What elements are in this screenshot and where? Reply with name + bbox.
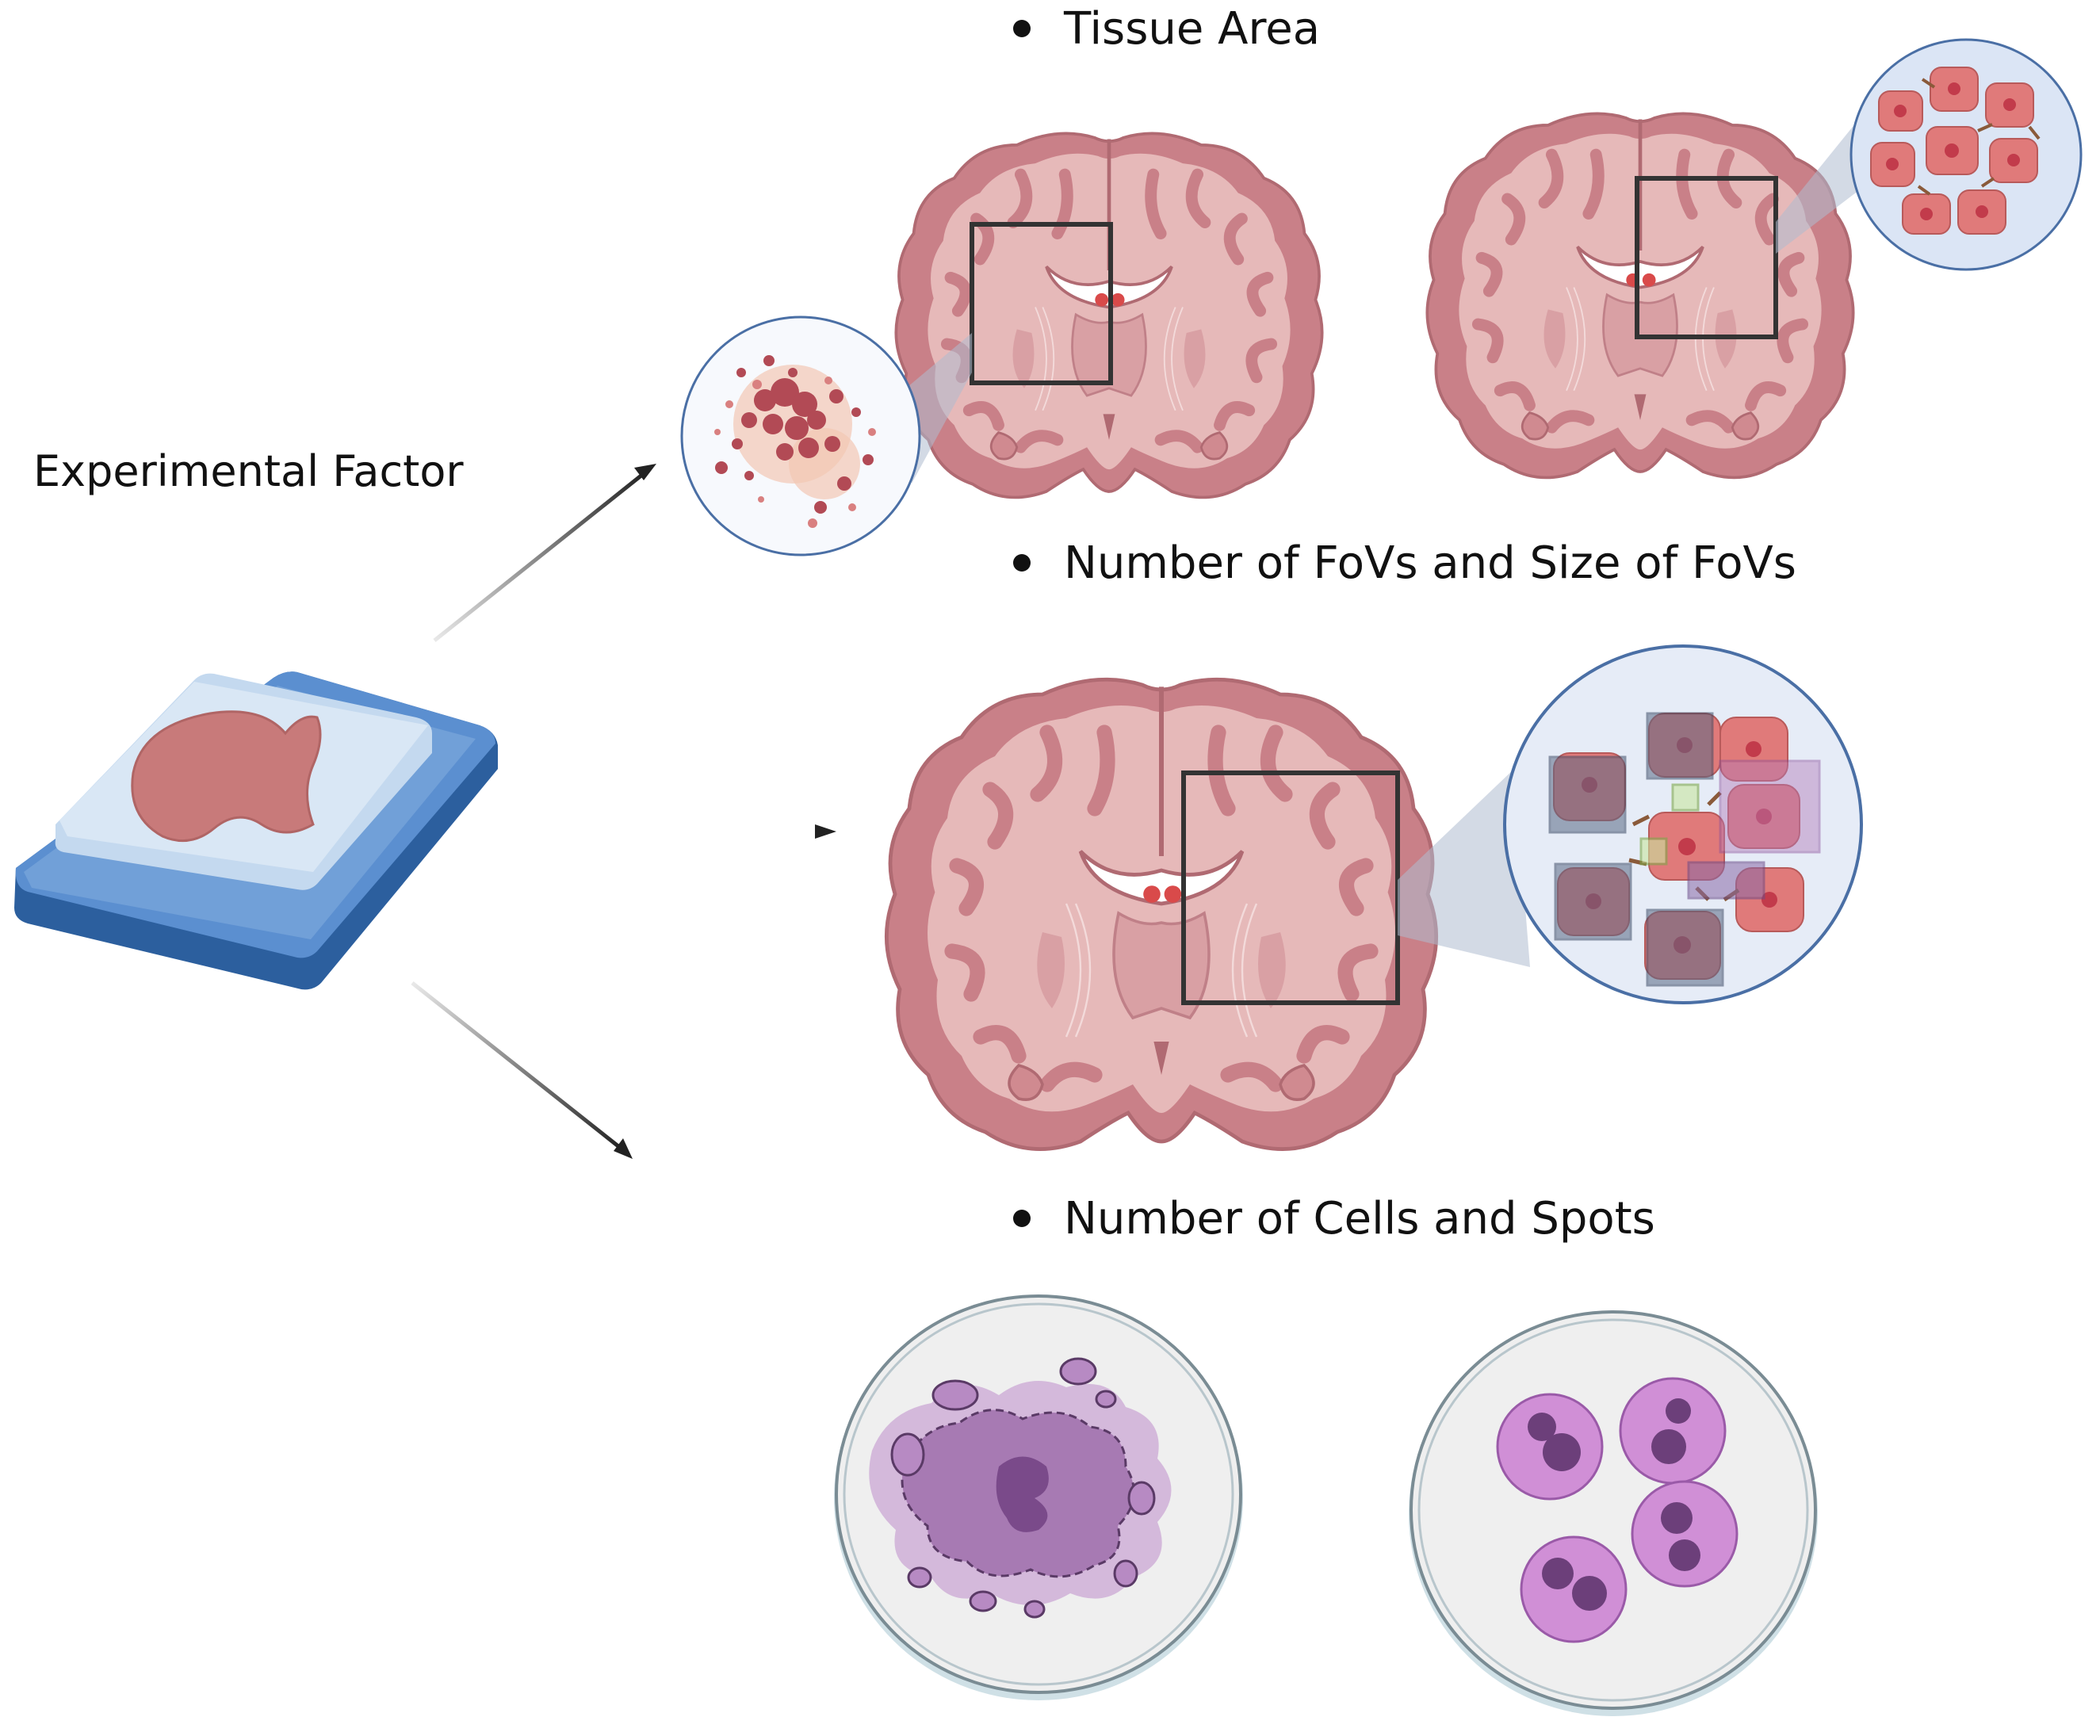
factor-label: Number of FoVs and Size of FoVs — [1064, 537, 1796, 589]
factor-label: Number of Cells and Spots — [1064, 1192, 1655, 1245]
bullet-icon — [1013, 554, 1031, 572]
petri-dish-spots — [1409, 1310, 1818, 1716]
factor-cells-spots: Number of Cells and Spots — [1013, 1192, 1655, 1245]
spot-cell-4 — [1520, 1535, 1628, 1643]
factor-label: Tissue Area — [1064, 2, 1321, 55]
zoom-circle-fovs — [1503, 644, 1863, 1004]
zoom-circle-cells — [1849, 38, 2083, 271]
spot-cell-2 — [1619, 1377, 1727, 1485]
brain-section-2 — [1427, 113, 1853, 477]
tissue-slide — [14, 671, 498, 990]
bullet-icon — [1013, 20, 1031, 37]
zoom-circle-tissue-clusters — [680, 315, 921, 556]
arrow-to-fovs — [575, 824, 836, 839]
factor-fovs: Number of FoVs and Size of FoVs — [1013, 537, 1796, 589]
petri-dish-cluster — [834, 1294, 1243, 1700]
arrow-to-tissue-area — [433, 464, 656, 642]
zoom-cone-2 — [1776, 119, 1859, 254]
bullet-icon — [1013, 1210, 1031, 1227]
zoom-cone-3 — [1398, 769, 1530, 967]
roi-box-1 — [970, 222, 1113, 385]
experimental-factor-label: Experimental Factor — [33, 446, 464, 496]
zoom-cone-1 — [908, 333, 972, 484]
roi-box-2 — [1635, 176, 1778, 339]
spot-cell-3 — [1631, 1480, 1739, 1588]
spot-cell-1 — [1496, 1393, 1604, 1501]
brain-section-3 — [886, 679, 1436, 1149]
arrow-to-cells — [411, 981, 633, 1159]
factor-tissue-area: Tissue Area — [1013, 2, 1321, 55]
